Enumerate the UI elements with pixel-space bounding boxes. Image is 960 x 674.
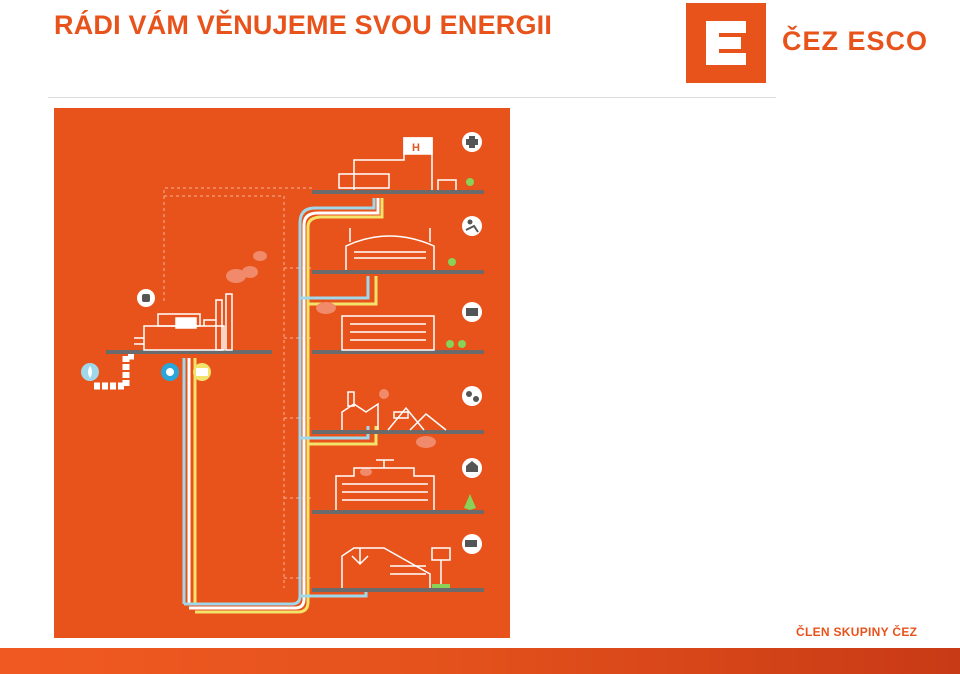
brand-name: ČEZ ESCO xyxy=(782,26,929,56)
svg-text:H: H xyxy=(412,142,420,154)
footer-bar xyxy=(0,648,960,674)
cez-logo-icon xyxy=(686,3,766,83)
group-membership-label: ČLEN SKUPINY ČEZ xyxy=(796,625,918,639)
slide-title: RÁDI VÁM VĚNUJEME SVOU ENERGII xyxy=(54,10,553,40)
header-divider xyxy=(48,97,776,98)
energy-illustration: H xyxy=(54,108,510,638)
industry-gears-icon xyxy=(462,386,482,406)
